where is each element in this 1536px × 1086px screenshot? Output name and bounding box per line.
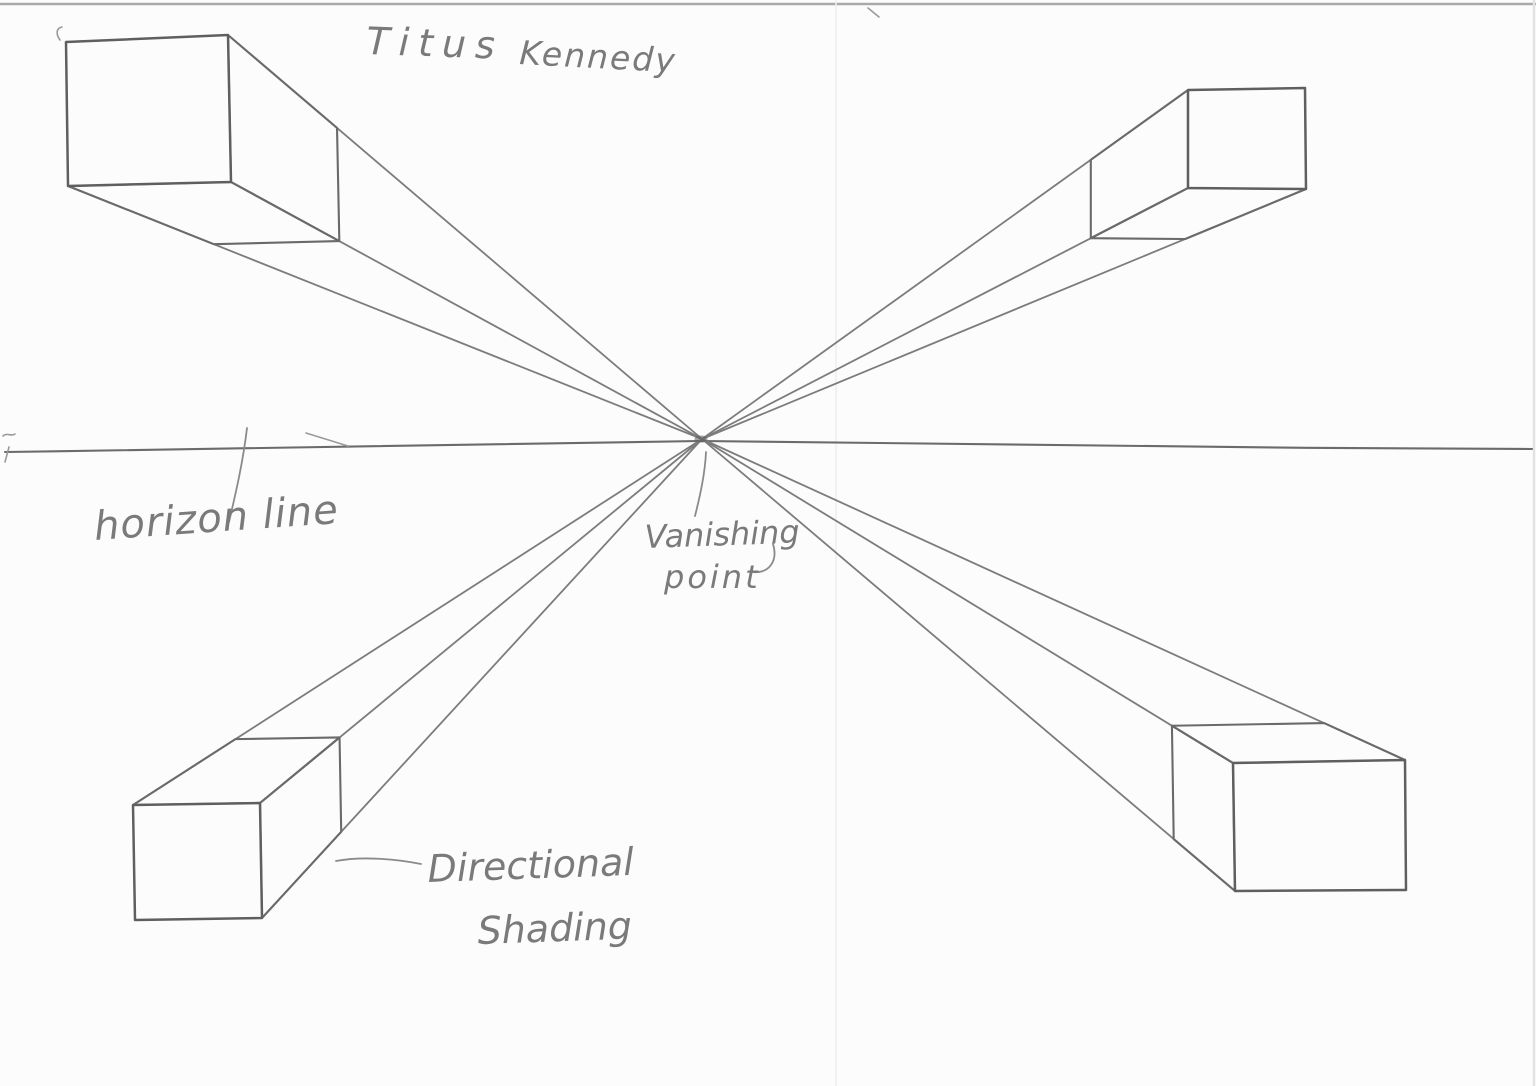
horizon-label-pointer <box>228 427 248 523</box>
vanishing-point-label-line1: Vanishing <box>644 513 800 556</box>
artist-last-name: Kennedy <box>519 33 678 80</box>
box-top-right-bottom-shaded-face <box>1089 186 1308 241</box>
box-bottom-right-receding-edge <box>701 438 1234 764</box>
box-bottom-right <box>701 438 1408 893</box>
box-top-right <box>701 86 1308 440</box>
stray-pencil-mark <box>867 7 880 18</box>
shading-label-pointer <box>335 857 422 865</box>
horizon-line-label: horizon line <box>92 487 340 550</box>
box-bottom-right-receding-edge <box>701 438 1406 761</box>
box-bottom-right-left-shaded-face <box>1170 724 1237 893</box>
box-bottom-right-front-face <box>1231 758 1408 893</box>
stray-pencil-mark <box>56 26 63 41</box>
box-top-right-front-face <box>1186 86 1308 191</box>
box-bottom-right-receding-edge <box>701 438 1236 892</box>
stray-pencil-mark <box>305 432 349 447</box>
box-top-left-front-face <box>64 33 233 188</box>
point-word-flourish <box>751 543 776 573</box>
box-top-right-left-shaded-face <box>1089 88 1190 240</box>
box-top-left-bottom-shaded-face <box>66 180 341 246</box>
vanishing-point-label-line2: point <box>663 558 761 596</box>
stray-pencil-mark <box>4 446 10 463</box>
horizon-line <box>3 439 1534 454</box>
vanishing-label-pointer <box>694 451 707 517</box>
box-bottom-left-right-shaded-face <box>258 736 343 920</box>
directional-shading-label-line2: Shading <box>477 904 633 953</box>
box-bottom-left-top-shaded-face <box>131 736 341 807</box>
artist-first-name: Titus <box>366 19 505 68</box>
box-bottom-left <box>131 438 703 922</box>
stray-pencil-mark <box>2 433 16 437</box>
box-bottom-right-top-shaded-face <box>1170 722 1407 765</box>
box-top-left <box>64 33 703 440</box>
directional-shading-label-line1: Directional <box>427 840 635 891</box>
box-bottom-left-front-face <box>131 801 264 922</box>
vanishing-point-mark <box>694 435 708 443</box>
